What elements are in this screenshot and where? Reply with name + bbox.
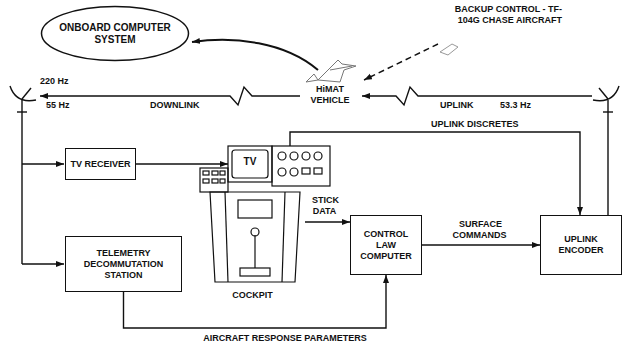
chase-aircraft xyxy=(440,44,458,55)
onboard-computer-ellipse: ONBOARD COMPUTER SYSTEM xyxy=(40,5,190,62)
edge-label: UPLINK DISCRETES xyxy=(430,119,520,129)
edge-label-box: SURFACE COMMANDS xyxy=(446,219,514,241)
node-text-group: CONTROL LAW COMPUTER xyxy=(354,229,418,262)
node-label: COCKPIT xyxy=(200,290,305,301)
link-label: DOWNLINK xyxy=(150,100,210,111)
process-box: CONTROL LAW COMPUTER xyxy=(350,215,422,275)
aircraft-label: BACKUP CONTROL - TF-104G CHASE AIRCRAFT xyxy=(440,4,562,26)
cockpit-node: TV COCKPIT xyxy=(200,140,305,305)
process-box: TV RECEIVER xyxy=(65,148,136,180)
edge-label-box: STICK DATA xyxy=(305,195,345,217)
node-label: ONBOARD COMPUTER SYSTEM xyxy=(59,22,171,46)
connector xyxy=(290,132,580,215)
onboard-arrow xyxy=(192,40,318,70)
backup-link xyxy=(364,44,438,80)
cockpit-illustration xyxy=(200,146,330,282)
node-label: UPLINK ENCODER xyxy=(544,234,618,256)
uplink-signal xyxy=(362,87,592,105)
edge-label-box: AIRCRAFT RESPONSE PARAMETERS xyxy=(180,333,390,344)
antenna-right xyxy=(593,86,619,112)
antenna-left xyxy=(10,86,36,112)
edge-label-box: UPLINK DISCRETES xyxy=(430,119,540,130)
frequency-label: 220 Hz xyxy=(40,76,80,87)
node-label: TV RECEIVER xyxy=(70,159,130,170)
screen-label: TV xyxy=(232,156,268,167)
node-text-group: TELEMETRY DECOMMUTATION STATION xyxy=(69,248,178,281)
connector xyxy=(136,163,228,164)
link-label: UPLINK xyxy=(440,100,490,111)
connector xyxy=(305,221,350,222)
node-text-group: TV RECEIVER xyxy=(70,159,130,170)
edge-label: AIRCRAFT RESPONSE PARAMETERS xyxy=(202,333,367,343)
vehicle-label: HiMAT VEHICLE xyxy=(303,84,357,106)
process-box: UPLINK ENCODER xyxy=(540,215,622,275)
edge-label: SURFACE COMMANDS xyxy=(453,219,508,240)
edge-label: STICK DATA xyxy=(311,195,339,216)
frequency-label: 55 Hz xyxy=(46,100,86,111)
ellipse-shape xyxy=(42,7,189,61)
himat-vehicle xyxy=(306,60,356,82)
node-text-group: UPLINK ENCODER xyxy=(544,234,618,256)
connector xyxy=(422,244,540,245)
frequency-label: 53.3 Hz xyxy=(500,100,550,111)
node-label: TELEMETRY DECOMMUTATION STATION xyxy=(69,248,178,281)
node-label: CONTROL LAW COMPUTER xyxy=(354,229,418,262)
process-box: TELEMETRY DECOMMUTATION STATION xyxy=(65,236,182,292)
